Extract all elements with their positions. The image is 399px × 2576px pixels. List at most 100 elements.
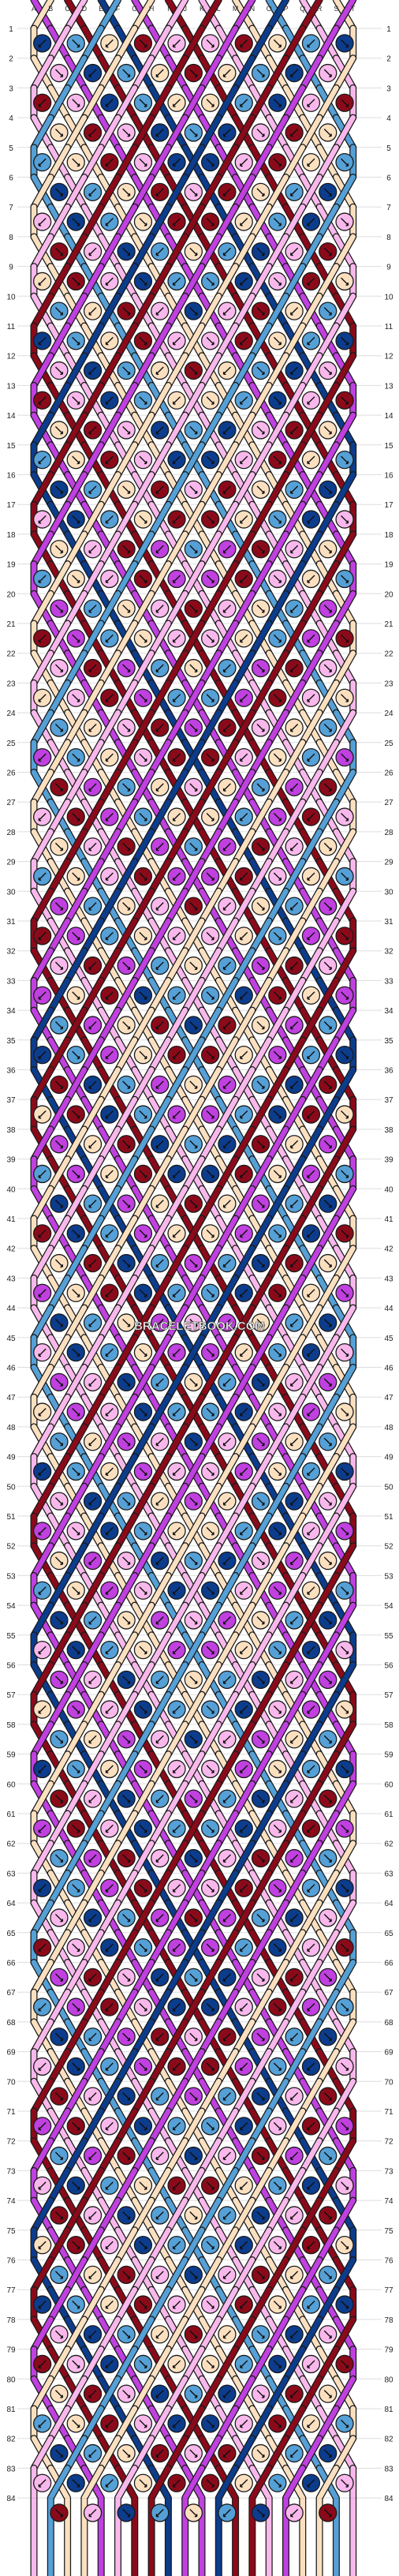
knot [251, 2087, 270, 2106]
thread-segment [48, 978, 70, 1013]
knot [234, 1878, 253, 1897]
row-number-left: 67 [6, 1989, 16, 1998]
knot [83, 242, 103, 261]
knot [66, 1700, 85, 1719]
row-number-left: 33 [6, 977, 16, 986]
knot [100, 271, 119, 291]
thread-segment [266, 472, 289, 507]
thread-segment [148, 561, 171, 597]
strand-label: A [32, 5, 36, 13]
knot [251, 480, 270, 499]
knot [335, 1640, 354, 1660]
knot [301, 271, 321, 291]
knot [133, 1640, 153, 1660]
knot [100, 569, 119, 589]
knot [184, 1372, 203, 1391]
thread-segment [334, 1007, 356, 1043]
knot [50, 1194, 69, 1213]
knot [167, 331, 186, 350]
knot [200, 986, 220, 1005]
knot [319, 2027, 337, 2046]
thread-segment [316, 859, 339, 894]
thread-segment [216, 680, 238, 716]
thread-segment [115, 383, 138, 418]
knot [285, 242, 304, 261]
knot [218, 2325, 237, 2344]
knot [234, 2176, 253, 2195]
thread-segment [65, 55, 88, 91]
thread-segment [300, 55, 323, 91]
knot [285, 718, 304, 737]
knot [301, 451, 321, 470]
knot [83, 897, 103, 915]
knot [33, 927, 52, 945]
knot [100, 807, 119, 826]
thread-segment [81, 442, 104, 477]
knot [33, 986, 52, 1005]
row-number-right: 73 [384, 2167, 393, 2176]
thread-segment [166, 1007, 188, 1043]
row-number-right: 55 [384, 1632, 393, 1641]
thread-segment [300, 710, 323, 746]
thread-segment [199, 591, 222, 627]
thread-segment [249, 204, 272, 240]
knot [50, 2027, 69, 2046]
knot [133, 1998, 153, 2016]
knot [33, 1700, 52, 1719]
knot [251, 1789, 270, 1808]
knot [117, 2443, 136, 2463]
knot [301, 152, 321, 172]
thread-segment [48, 204, 70, 240]
knot [301, 1700, 321, 1719]
knot [200, 2295, 220, 2314]
thread-segment [233, 174, 255, 210]
knot [133, 391, 153, 410]
thread-segment [182, 918, 205, 953]
thread-segment [65, 1007, 88, 1043]
knot [50, 1611, 69, 1630]
knot [184, 1908, 203, 1927]
knot [117, 1968, 136, 1987]
thread-segment [283, 739, 306, 775]
thread-segment [283, 85, 306, 121]
knot [200, 1046, 220, 1065]
knot [319, 1848, 337, 1868]
thread-segment [132, 114, 155, 151]
row-number-right: 24 [384, 710, 393, 718]
knot [251, 1016, 270, 1035]
thread-segment [132, 412, 155, 448]
thread-segment [334, 531, 356, 567]
knot [117, 361, 136, 380]
knot [83, 540, 103, 559]
row-number-left: 63 [6, 1870, 16, 1878]
knot [100, 391, 119, 410]
row-number-right: 58 [384, 1721, 393, 1730]
strand-label: F [116, 5, 121, 13]
row-number-right: 78 [384, 2316, 393, 2325]
thread-segment [283, 442, 306, 477]
thread-segment [148, 1037, 171, 1073]
knot [335, 93, 354, 112]
knot [167, 2117, 186, 2136]
knot [33, 1283, 52, 1302]
knot [251, 837, 270, 856]
knot [50, 1492, 69, 1511]
thread-segment [216, 501, 238, 537]
thread-segment [334, 1067, 356, 1103]
thread-segment [233, 353, 255, 388]
knot [151, 1432, 170, 1451]
thread-segment [81, 1096, 104, 1133]
knot [100, 510, 119, 529]
knot [251, 540, 270, 559]
knot [117, 1016, 136, 1035]
knot [301, 867, 321, 886]
knot [33, 2235, 52, 2255]
knot [335, 927, 354, 945]
thread-segment [48, 859, 70, 894]
knot [151, 421, 170, 440]
thread-segment [81, 1215, 104, 1251]
thread-segment [182, 383, 205, 418]
knot [33, 1938, 52, 1957]
knot [268, 1343, 287, 1362]
knot [285, 1372, 304, 1391]
